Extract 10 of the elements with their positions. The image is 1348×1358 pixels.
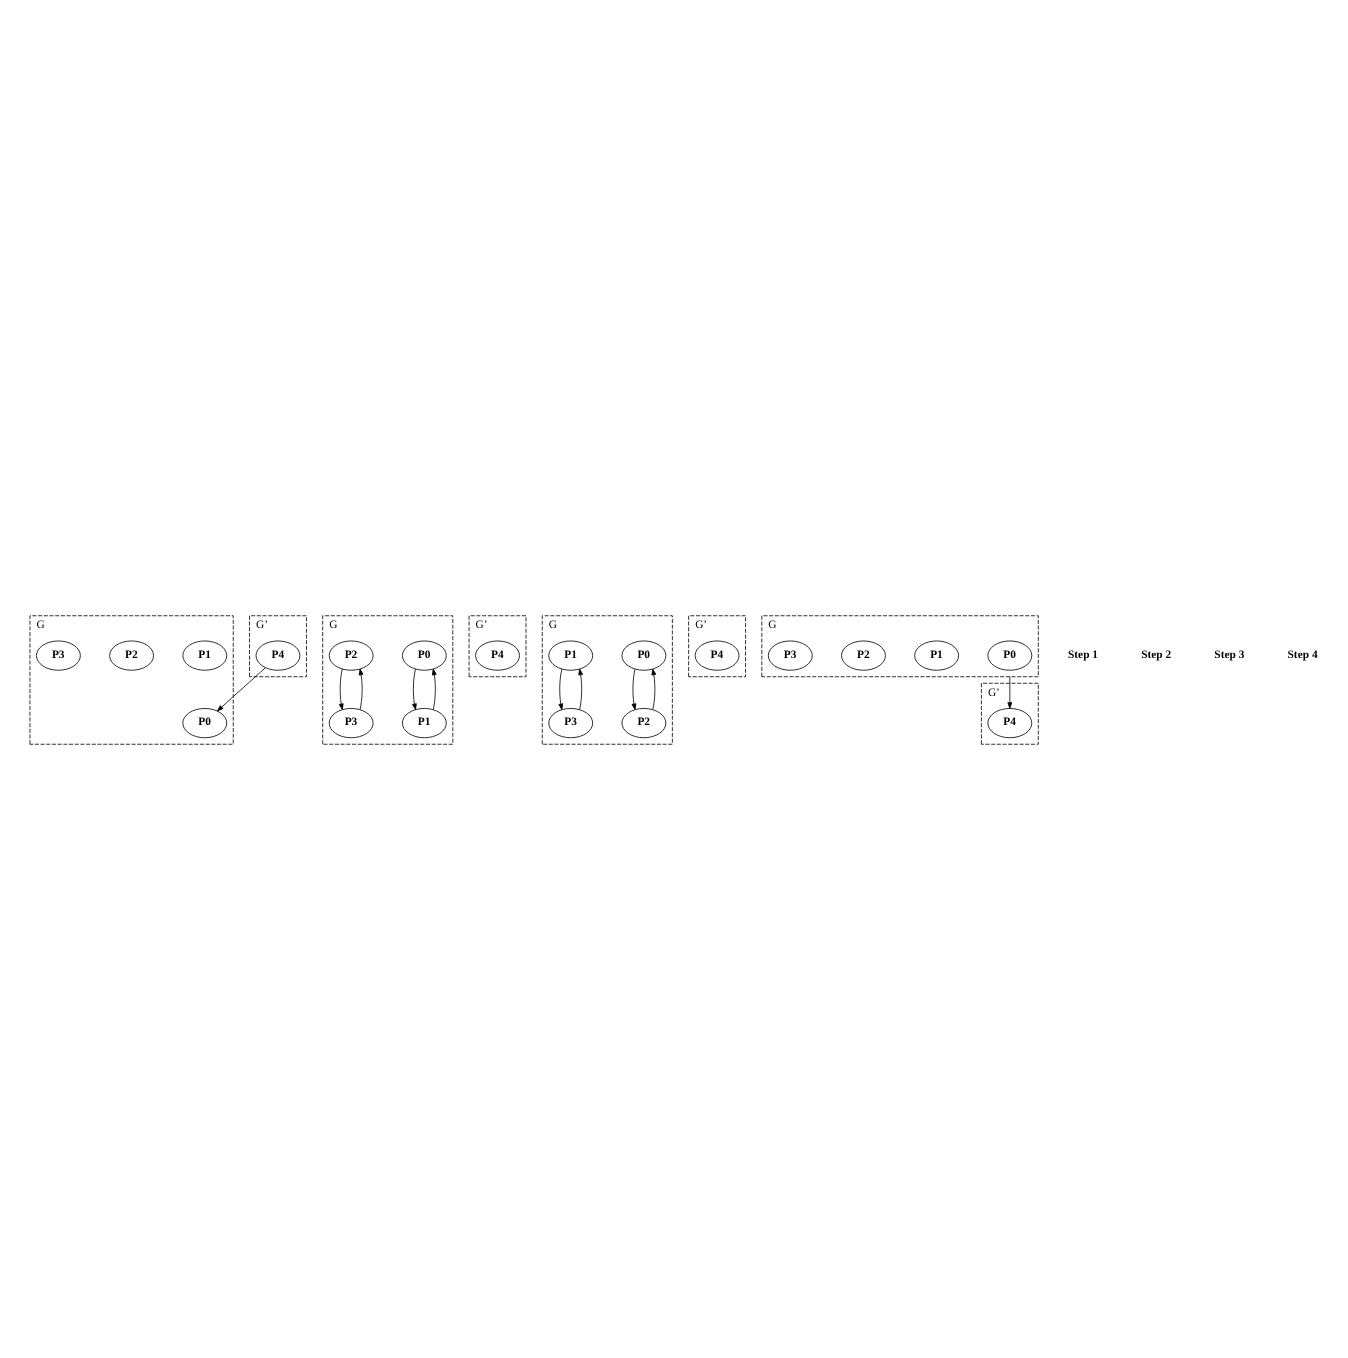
arrow	[431, 667, 437, 710]
arrow	[651, 667, 657, 710]
arrow	[631, 667, 637, 710]
arrow	[412, 667, 417, 710]
arrow	[578, 667, 584, 710]
arrow	[217, 666, 266, 711]
arrow	[338, 667, 344, 710]
arrow	[358, 667, 364, 710]
arrow	[1007, 675, 1013, 708]
arrow	[558, 667, 564, 710]
